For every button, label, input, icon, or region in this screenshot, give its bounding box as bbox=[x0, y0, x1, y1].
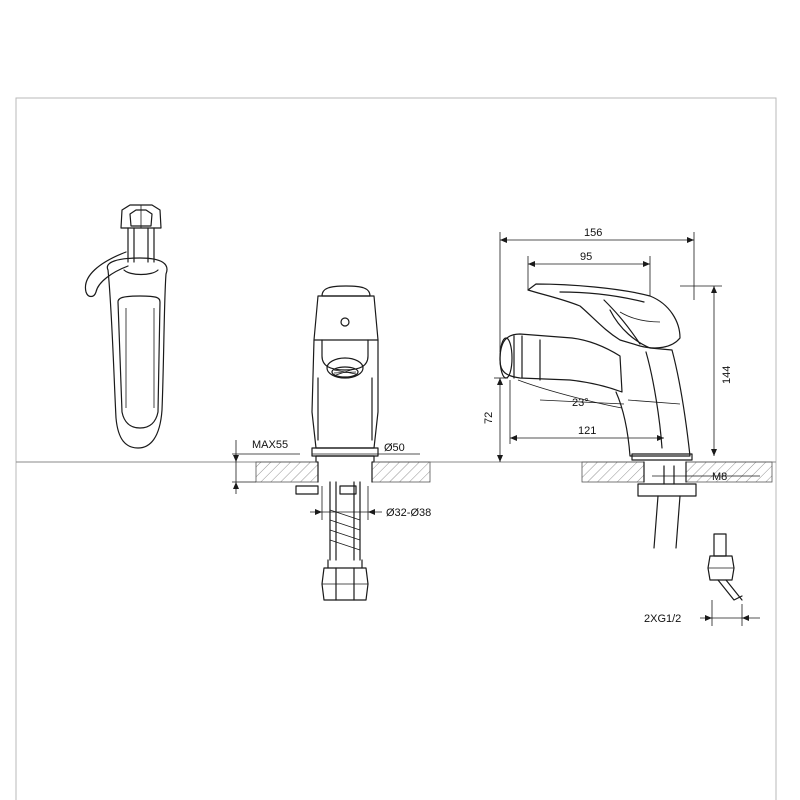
total-height-label: 144 bbox=[721, 366, 733, 384]
spout-height-label: 72 bbox=[483, 412, 495, 424]
base-diameter-label: Ø50 bbox=[384, 442, 405, 454]
side-view bbox=[255, 285, 431, 601]
overall-length-label: 156 bbox=[584, 227, 602, 239]
mounting-thread-label: M8 bbox=[712, 471, 727, 483]
drawing-frame bbox=[15, 97, 777, 800]
profile-view bbox=[499, 283, 773, 601]
side-dimensions: MAX55 Ø50 Ø32-Ø38 bbox=[232, 439, 431, 520]
front-view bbox=[84, 204, 168, 449]
hose-connection-label: 2XG1/2 bbox=[644, 613, 681, 625]
profile-dimensions: 156 95 144 72 23° 121 M8 bbox=[483, 227, 760, 626]
hole-diameter-label: Ø32-Ø38 bbox=[386, 507, 431, 519]
spout-angle-label: 23° bbox=[572, 397, 589, 409]
spout-reach-label: 121 bbox=[578, 425, 596, 437]
max-deck-label: MAX55 bbox=[252, 439, 288, 451]
handle-reach-label: 95 bbox=[580, 251, 592, 263]
